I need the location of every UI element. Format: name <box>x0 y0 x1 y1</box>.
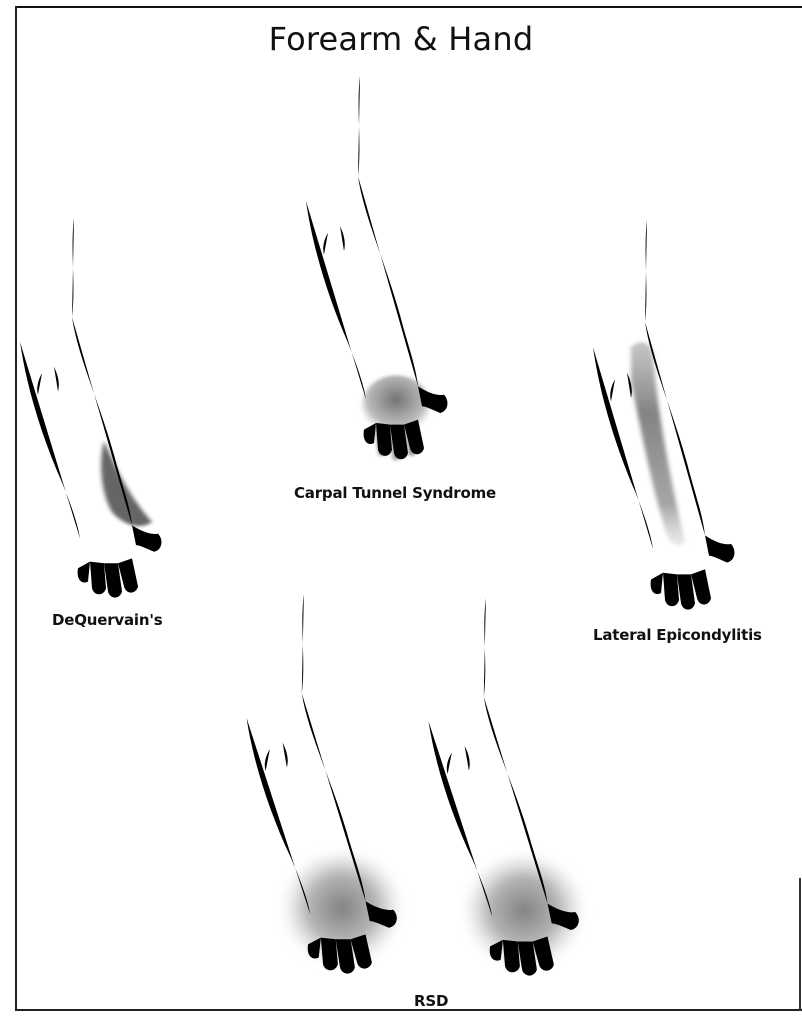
rsd-right-arm-illustration <box>420 598 590 976</box>
rsd-label: RSD <box>414 992 448 1010</box>
frame-border-right <box>799 878 801 1011</box>
dequervain-label: DeQuervain's <box>52 611 162 629</box>
page-title: Forearm & Hand <box>0 20 802 58</box>
dequervain-pain-area <box>101 441 152 526</box>
rsd-left-arm-illustration <box>238 594 408 974</box>
lateral-epicondylitis-arm-illustration <box>585 220 745 610</box>
frame-border-bottom <box>15 1009 802 1011</box>
carpal-tunnel-arm-illustration <box>298 76 468 468</box>
frame-border-top <box>16 6 802 8</box>
carpal-tunnel-label: Carpal Tunnel Syndrome <box>294 484 496 502</box>
dequervain-arm-illustration <box>12 218 172 598</box>
lateral-epicondylitis-label: Lateral Epicondylitis <box>593 626 762 644</box>
